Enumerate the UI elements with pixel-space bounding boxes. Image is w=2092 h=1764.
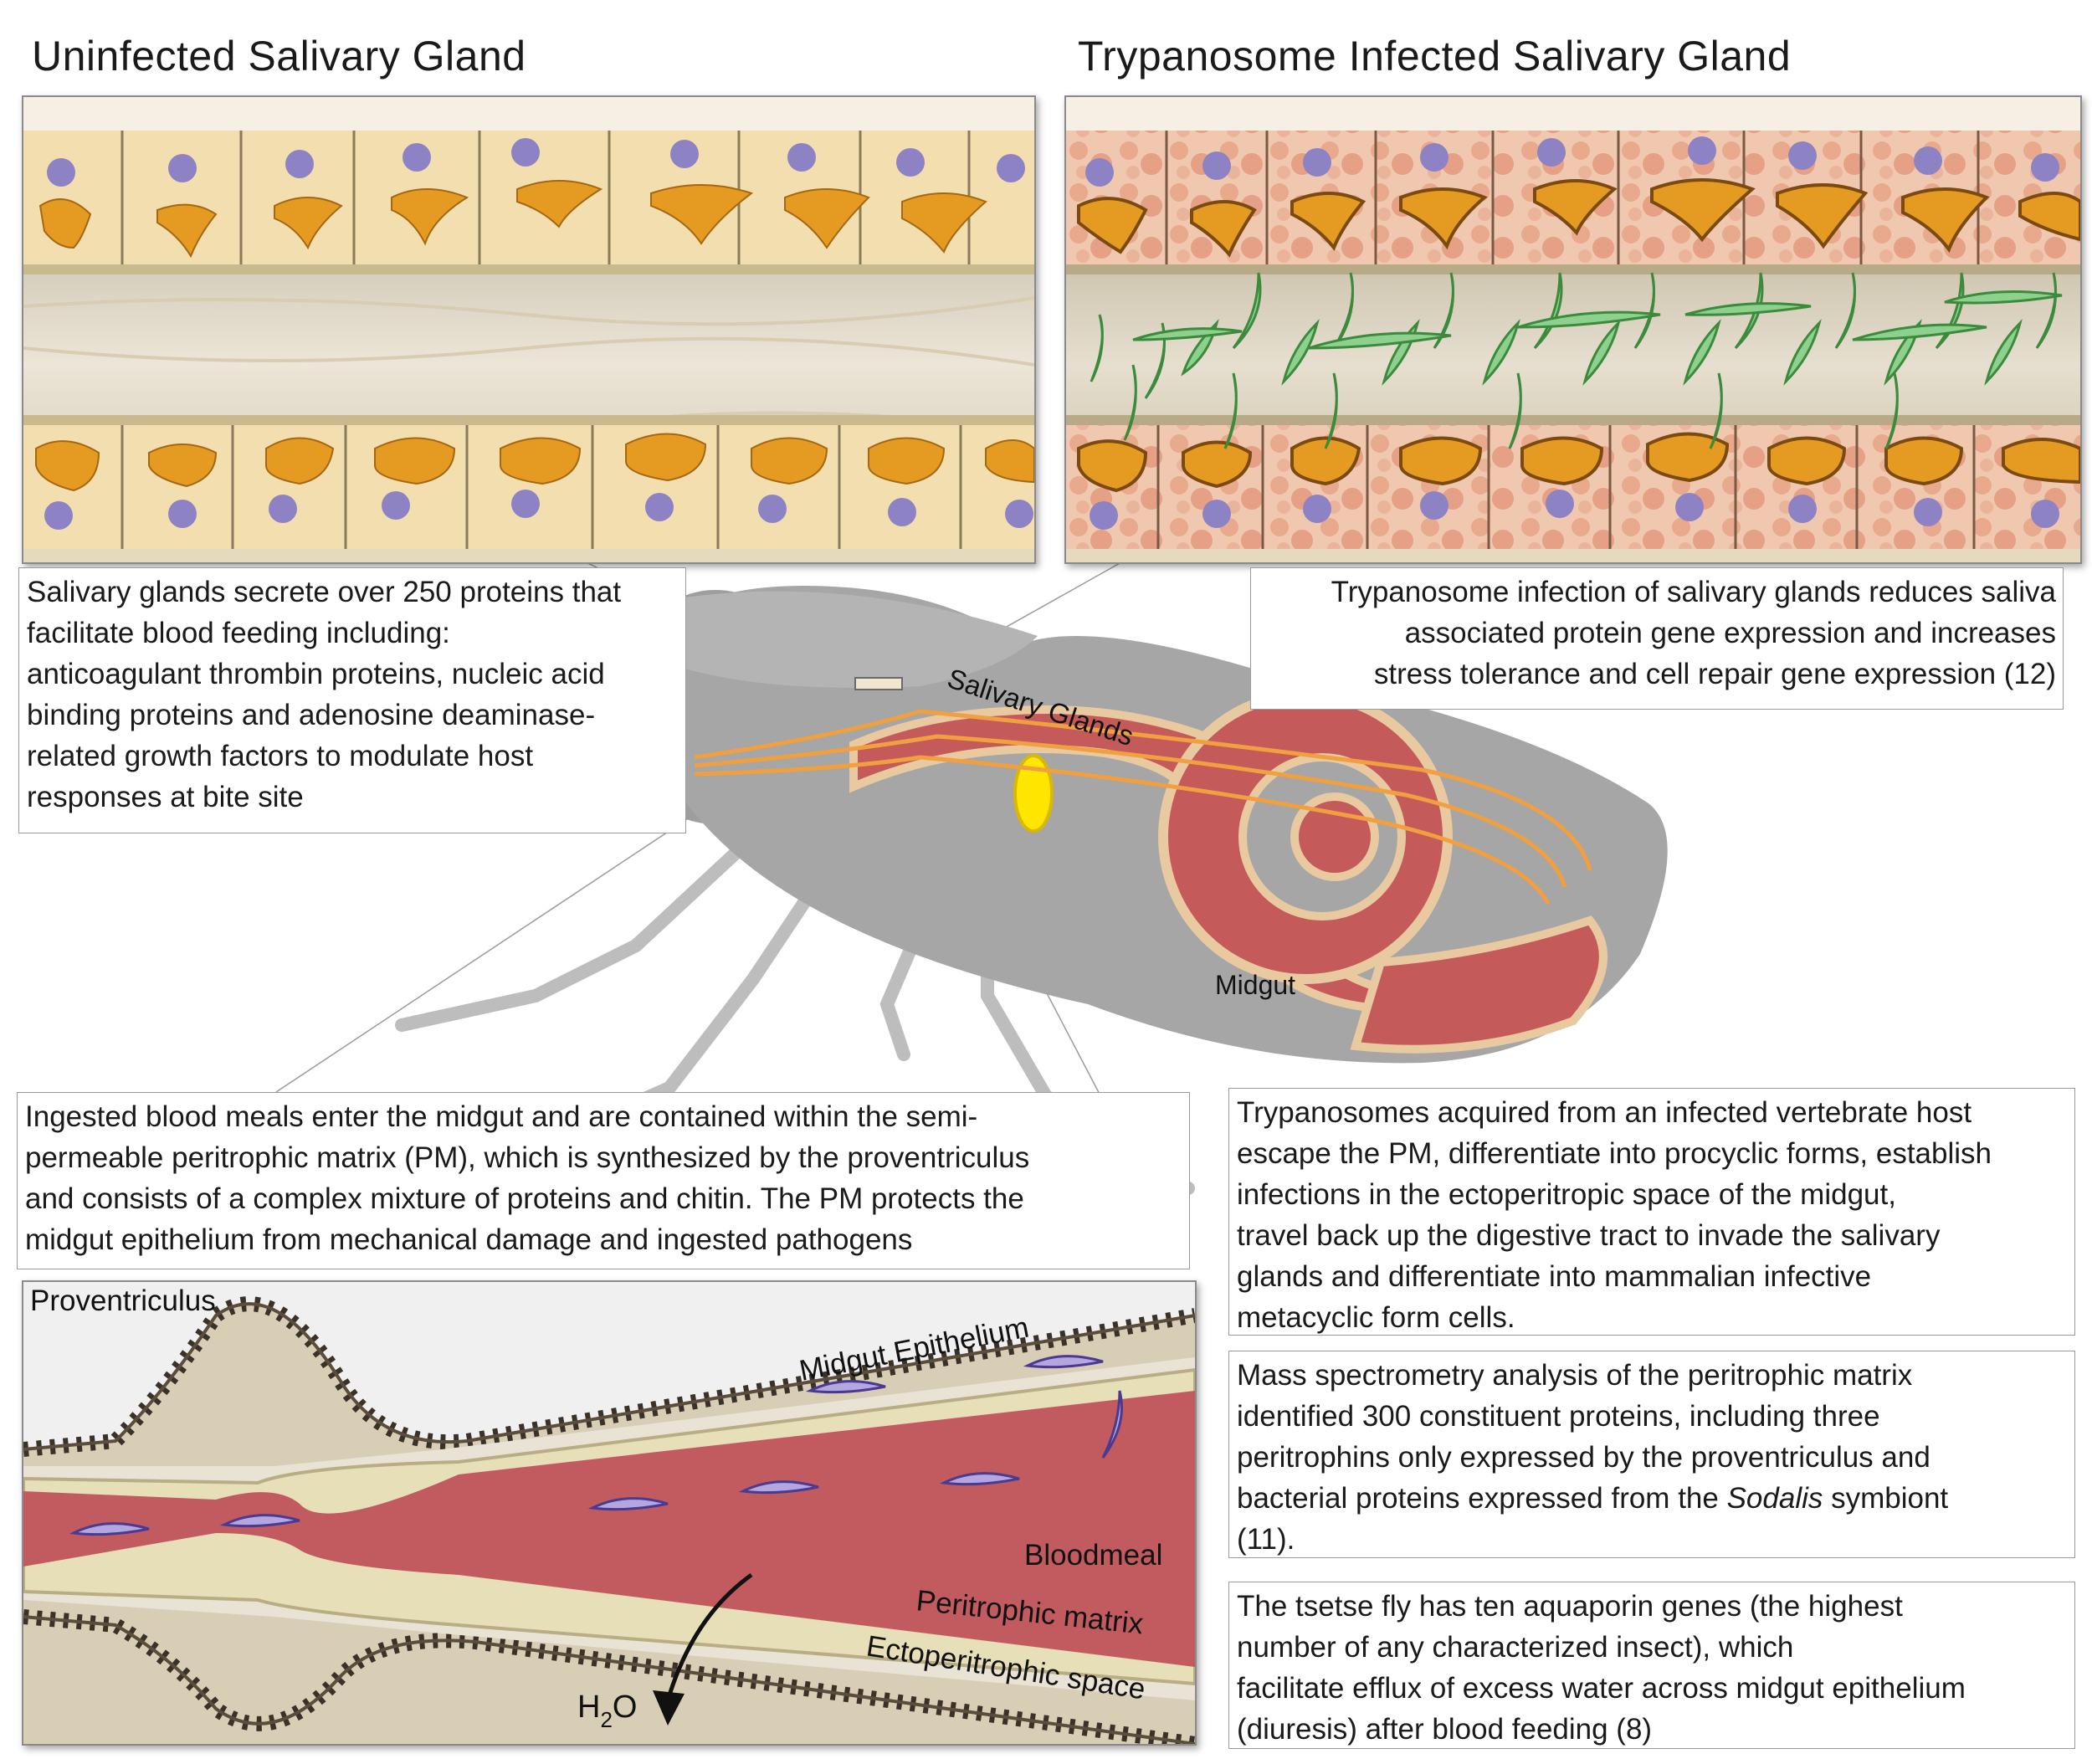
proventriculus-label: Proventriculus xyxy=(30,1285,216,1317)
infected-top-cell-row xyxy=(1066,131,2080,274)
text-line: metacyclic form cells. xyxy=(1237,1301,1515,1334)
text-line: infections in the ectoperitropic space o… xyxy=(1237,1178,1896,1211)
text-line: facilitate blood feeding including: xyxy=(27,617,450,649)
text-line: related growth factors to modulate host xyxy=(27,740,534,772)
water-label: H2O xyxy=(577,1690,637,1732)
text-line: bacterial proteins expressed from the So… xyxy=(1237,1478,2068,1519)
gut-section-illustration: Proventriculus Midgut Epithelium Bloodme… xyxy=(23,1282,1195,1744)
text-line: identified 300 constituent proteins, inc… xyxy=(1237,1400,1880,1433)
text-line: Salivary glands secrete over 250 protein… xyxy=(27,576,622,608)
text-line: midgut epithelium from mechanical damage… xyxy=(25,1223,913,1256)
text-line: Trypanosome infection of salivary glands… xyxy=(1331,576,2056,608)
text-line: The tsetse fly has ten aquaporin genes (… xyxy=(1237,1590,1903,1623)
bloodmeal-info-box: Ingested blood meals enter the midgut an… xyxy=(17,1092,1190,1269)
gut-trypanosomes xyxy=(69,1355,1123,1536)
text-line: (diuresis) after blood feeding (8) xyxy=(1237,1713,1653,1746)
top-cell-row xyxy=(23,131,1034,274)
gut-section-panel: Proventriculus Midgut Epithelium Bloodme… xyxy=(22,1280,1197,1746)
infected-gland-panel xyxy=(1064,95,2082,564)
midgut-label: Midgut xyxy=(1215,970,1295,1000)
infected-bottom-cell-row xyxy=(1066,415,2080,562)
trypanosomes xyxy=(1090,272,2057,449)
infection-effects-info-box: Trypanosome infection of salivary glands… xyxy=(1250,567,2064,710)
uninfected-gland-illustration xyxy=(23,97,1034,562)
text-line: responses at bite site xyxy=(27,781,304,813)
text-line: permeable peritrophic matrix (PM), which… xyxy=(25,1141,1030,1174)
text-line: Ingested blood meals enter the midgut an… xyxy=(25,1100,978,1133)
text-line: travel back up the digestive tract to in… xyxy=(1237,1219,1941,1252)
text-line: associated protein gene expression and i… xyxy=(1404,617,2056,649)
text-line: binding proteins and adenosine deaminase… xyxy=(27,699,596,731)
salivary-glands xyxy=(694,709,1592,905)
text-line: glands and differentiate into mammalian … xyxy=(1237,1260,1872,1293)
mass-spec-info-box: Mass spectrometry analysis of the peritr… xyxy=(1228,1351,2075,1558)
infected-title: Trypanosome Infected Salivary Gland xyxy=(1078,33,1792,79)
trypanosome-lifecycle-info-box: Trypanosomes acquired from an infected v… xyxy=(1228,1088,2075,1336)
proventriculus-marker xyxy=(1013,754,1054,833)
aquaporin-info-box: The tsetse fly has ten aquaporin genes (… xyxy=(1228,1582,2075,1749)
text-line: number of any characterized insect), whi… xyxy=(1237,1631,1794,1664)
salivary-gland-section-marker xyxy=(854,677,903,690)
uninfected-title: Uninfected Salivary Gland xyxy=(32,33,526,79)
trypanosomes-elongated xyxy=(1132,290,2063,350)
uninfected-gland-panel xyxy=(22,95,1036,564)
text-line: stress tolerance and cell repair gene ex… xyxy=(1373,658,2056,690)
text-segment: symbiont xyxy=(1823,1482,1949,1515)
infected-gland-illustration xyxy=(1066,97,2080,562)
text-line: anticoagulant thrombin proteins, nucleic… xyxy=(27,658,605,690)
text-segment: bacterial proteins expressed from the xyxy=(1237,1482,1727,1515)
text-line: facilitate efflux of excess water across… xyxy=(1237,1672,1966,1705)
salivary-proteins-info-box: Salivary glands secrete over 250 protein… xyxy=(18,567,686,833)
text-line: escape the PM, differentiate into procyc… xyxy=(1237,1137,1992,1170)
text-line: peritrophins only expressed by the prove… xyxy=(1237,1441,1930,1474)
text-line: (11). xyxy=(1237,1523,1295,1556)
water-efflux-arrow xyxy=(665,1572,753,1701)
text-line: Mass spectrometry analysis of the peritr… xyxy=(1237,1359,1913,1392)
sodalis-italic: Sodalis xyxy=(1726,1482,1823,1515)
text-line: Trypanosomes acquired from an infected v… xyxy=(1237,1096,1972,1129)
bloodmeal-label: Bloodmeal xyxy=(1024,1539,1162,1572)
bottom-cell-row xyxy=(23,415,1034,562)
arrow-head-icon xyxy=(653,1690,685,1726)
text-line: and consists of a complex mixture of pro… xyxy=(25,1182,1024,1215)
